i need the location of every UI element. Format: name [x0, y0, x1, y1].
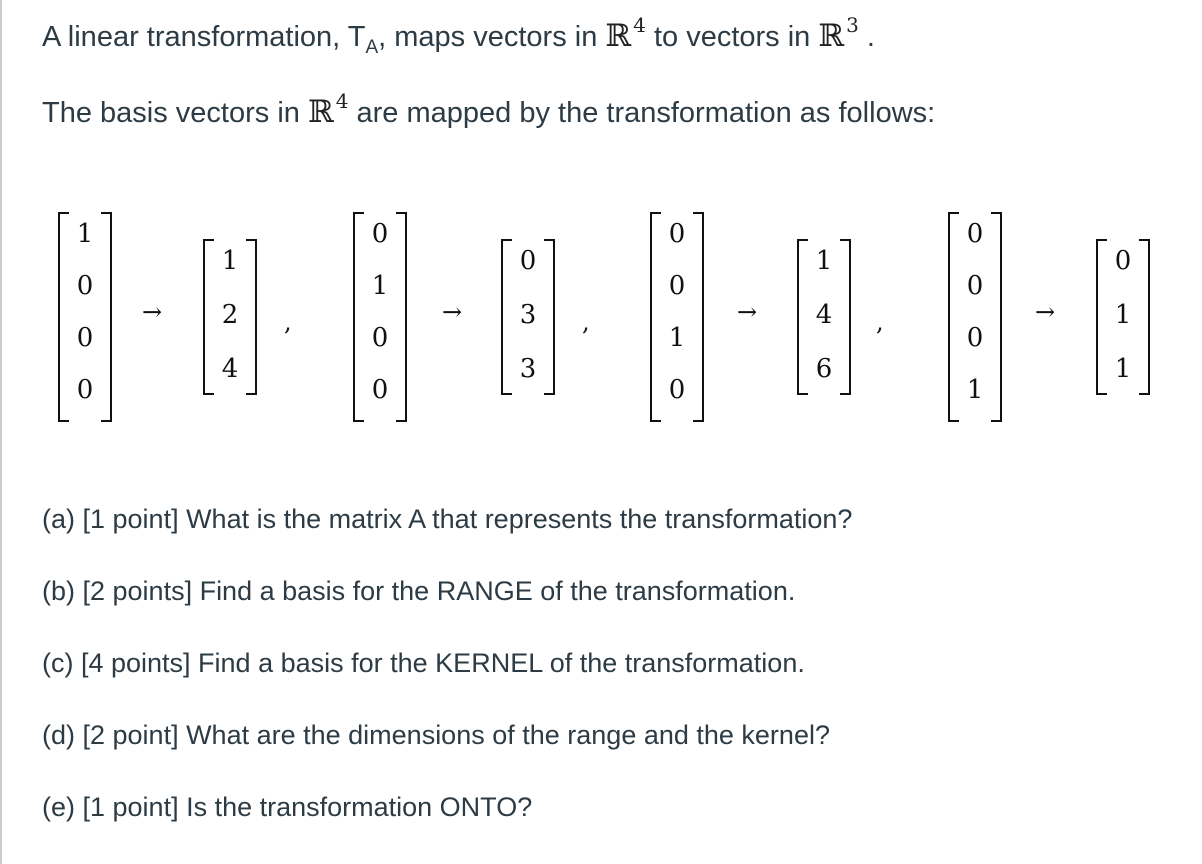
maps-to-arrow-icon: → [1035, 298, 1056, 326]
input-basis-vector: 0 0 0 1 [948, 212, 1002, 422]
output-image-vector: 1 2 4 [203, 239, 257, 395]
vector-entry: 1 [815, 246, 833, 276]
left-bracket [501, 239, 512, 395]
intro-part4: . [858, 21, 875, 53]
maps-to-arrow-icon: → [737, 298, 758, 326]
vector-entry: 1 [76, 219, 94, 249]
input-basis-vector: 1 0 0 0 [58, 212, 112, 422]
vector-entry: 1 [371, 271, 389, 301]
vector-entry: 4 [815, 300, 833, 330]
left-bracket [203, 239, 214, 395]
input-basis-vector: 0 0 1 0 [650, 212, 704, 422]
vector-entry: 4 [221, 354, 239, 384]
vector-entry: 1 [966, 375, 984, 405]
vector-entry: 0 [519, 246, 537, 276]
maps-to-arrow-icon: → [442, 298, 463, 326]
separator-comma: , [876, 308, 884, 336]
vector-entry: 1 [1114, 300, 1132, 330]
vector-entry: 3 [519, 300, 537, 330]
vector-entry: 0 [371, 375, 389, 405]
vector-entry: 0 [966, 219, 984, 249]
vector-entry: 0 [1114, 246, 1132, 276]
basis-set-symbol: ℝ [307, 94, 334, 130]
right-bracket [101, 212, 112, 422]
question-e: (e) [1 point] Is the transformation ONTO… [42, 792, 533, 822]
left-bracket [353, 212, 364, 422]
codomain-exponent: 3 [846, 13, 859, 37]
left-bracket [650, 212, 661, 422]
question-d: (d) [2 point] What are the dimensions of… [42, 720, 830, 750]
left-border [0, 0, 2, 864]
maps-to-arrow-icon: → [142, 298, 163, 326]
vector-entry: 0 [76, 323, 94, 353]
output-image-vector: 0 1 1 [1096, 239, 1150, 395]
left-bracket [1096, 239, 1107, 395]
question-c: (c) [4 points] Find a basis for the KERN… [42, 648, 805, 678]
vector-entry: 0 [668, 375, 686, 405]
left-bracket [797, 239, 808, 395]
intro-part1: A linear transformation, T [42, 21, 366, 53]
right-bracket [1139, 239, 1150, 395]
intro-part2: , maps vectors in [378, 21, 606, 53]
vector-entry: 1 [221, 246, 239, 276]
domain-exponent: 4 [633, 13, 646, 37]
right-bracket [246, 239, 257, 395]
separator-comma: , [582, 308, 590, 336]
right-bracket [693, 212, 704, 422]
vector-entry: 0 [76, 375, 94, 405]
question-a: (a) [1 point] What is the matrix A that … [42, 504, 853, 534]
domain-set-symbol: ℝ [605, 18, 632, 54]
separator-comma: , [284, 308, 292, 336]
right-bracket [840, 239, 851, 395]
vector-entry: 2 [221, 300, 239, 330]
vector-entry: 1 [668, 323, 686, 353]
right-bracket [544, 239, 555, 395]
input-basis-vector: 0 1 0 0 [353, 212, 407, 422]
vector-entry: 1 [1114, 354, 1132, 384]
vector-entry: 0 [76, 271, 94, 301]
vector-entry: 0 [966, 323, 984, 353]
right-bracket [991, 212, 1002, 422]
right-bracket [396, 212, 407, 422]
left-bracket [58, 212, 69, 422]
output-image-vector: 0 3 3 [501, 239, 555, 395]
basis-part2: are mapped by the transformation as foll… [348, 97, 936, 129]
intro-subscript: A [365, 37, 379, 58]
question-b: (b) [2 points] Find a basis for the RANG… [42, 576, 796, 606]
basis-part1: The basis vectors in [42, 97, 308, 129]
vector-entry: 0 [371, 323, 389, 353]
vector-entry: 6 [815, 354, 833, 384]
output-image-vector: 1 4 6 [797, 239, 851, 395]
intro-text: A linear transformation, TA, maps vector… [42, 13, 875, 58]
vector-entry: 3 [519, 354, 537, 384]
left-bracket [948, 212, 959, 422]
vector-entry: 0 [668, 271, 686, 301]
vector-entry: 0 [668, 219, 686, 249]
codomain-set-symbol: ℝ [818, 18, 845, 54]
vector-entry: 0 [371, 219, 389, 249]
basis-exponent: 4 [335, 89, 349, 113]
vector-entry: 0 [966, 271, 984, 301]
intro-part3: to vectors in [645, 21, 819, 53]
